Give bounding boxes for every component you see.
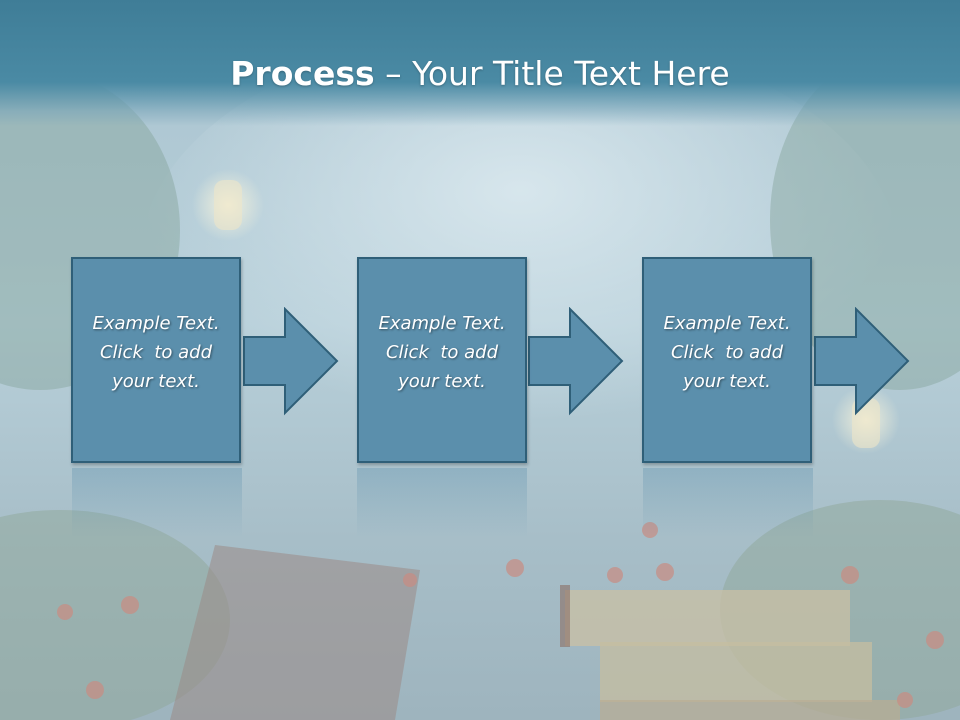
step-text[interactable]: Example Text. Click to add your text. (71, 309, 241, 396)
step-line: your text. (112, 371, 200, 392)
step-line: your text. (398, 371, 486, 392)
step-box (642, 257, 812, 463)
step-box (357, 257, 527, 463)
right-arrow-icon (243, 307, 339, 416)
process-step-2[interactable]: Example Text. Click to add your text. (357, 257, 530, 465)
right-arrow-icon (814, 307, 910, 416)
title-bar (0, 0, 960, 126)
step-reflection (72, 468, 242, 538)
step-text[interactable]: Example Text. Click to add your text. (357, 309, 527, 396)
title-bold: Process (230, 54, 375, 93)
process-step-3[interactable]: Example Text. Click to add your text. (642, 257, 815, 465)
step-line: Example Text. (92, 313, 220, 334)
slide-title[interactable]: Process – Your Title Text Here (0, 52, 960, 96)
step-box (71, 257, 241, 463)
step-line: Click to add (385, 342, 498, 363)
step-line: Click to add (670, 342, 783, 363)
step-line: Example Text. (663, 313, 791, 334)
step-line: Click to add (99, 342, 212, 363)
step-text[interactable]: Example Text. Click to add your text. (642, 309, 812, 396)
step-reflection (643, 468, 813, 538)
step-reflection (357, 468, 527, 538)
step-line: your text. (683, 371, 771, 392)
process-step-1[interactable]: Example Text. Click to add your text. (71, 257, 244, 465)
step-line: Example Text. (378, 313, 506, 334)
title-rest: – Your Title Text Here (374, 54, 730, 93)
right-arrow-icon (528, 307, 624, 416)
